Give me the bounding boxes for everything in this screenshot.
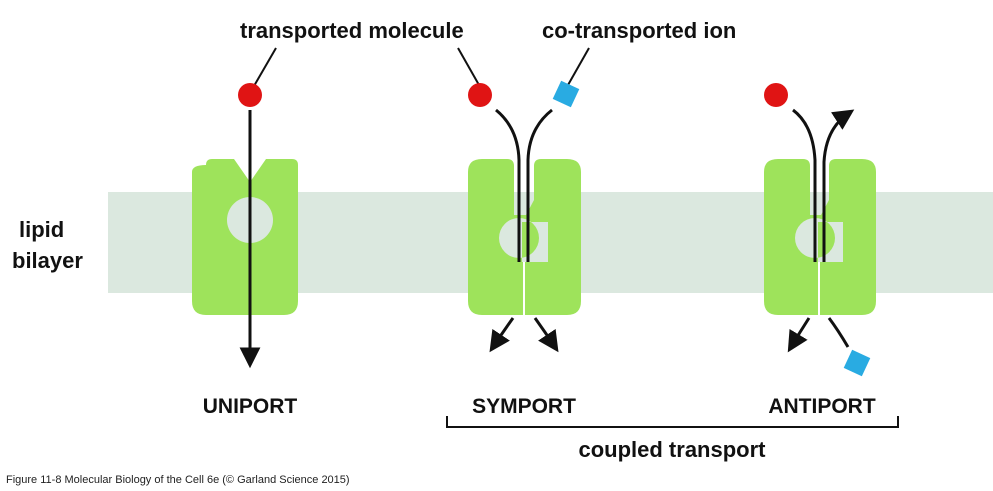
antiport-molecule-exit-arrow bbox=[787, 317, 811, 353]
symport-exit-arrow-left bbox=[489, 317, 515, 353]
antiport-protein bbox=[764, 159, 876, 315]
transported-molecule-label: transported molecule bbox=[240, 18, 464, 43]
symport-ion-path bbox=[526, 108, 553, 262]
antiport-ion bbox=[843, 349, 871, 377]
uniport-molecule bbox=[238, 83, 262, 107]
coupled-transport-label: coupled transport bbox=[578, 437, 766, 462]
uniport-group bbox=[192, 83, 298, 369]
symport-exit-arrow-right bbox=[533, 317, 559, 353]
symport-molecule-path bbox=[495, 108, 521, 262]
antiport-molecule-path bbox=[792, 108, 817, 262]
antiport-group bbox=[764, 83, 876, 377]
lipid-label: lipid bbox=[19, 217, 64, 242]
symport-label: SYMPORT bbox=[472, 395, 576, 418]
symport-ion bbox=[552, 80, 580, 108]
symport-protein bbox=[468, 159, 581, 315]
figure-caption: Figure 11-8 Molecular Biology of the Cel… bbox=[6, 474, 350, 486]
molecule-leader-line-symport bbox=[457, 47, 480, 86]
antiport-ion-exit-arrow bbox=[822, 109, 855, 262]
symport-group bbox=[468, 80, 581, 353]
uniport-protein bbox=[192, 159, 298, 315]
antiport-ion-entry-path bbox=[827, 317, 850, 348]
coupled-transport-bracket bbox=[446, 416, 899, 428]
symport-molecule bbox=[468, 83, 492, 107]
antiport-molecule bbox=[764, 83, 788, 107]
co-transported-ion-label: co-transported ion bbox=[542, 18, 736, 43]
bilayer-label: bilayer bbox=[12, 248, 83, 273]
antiport-label: ANTIPORT bbox=[768, 395, 876, 418]
uniport-label: UNIPORT bbox=[203, 395, 298, 418]
ion-leader-line-symport bbox=[567, 47, 590, 86]
molecule-leader-line-uniport bbox=[253, 47, 277, 87]
